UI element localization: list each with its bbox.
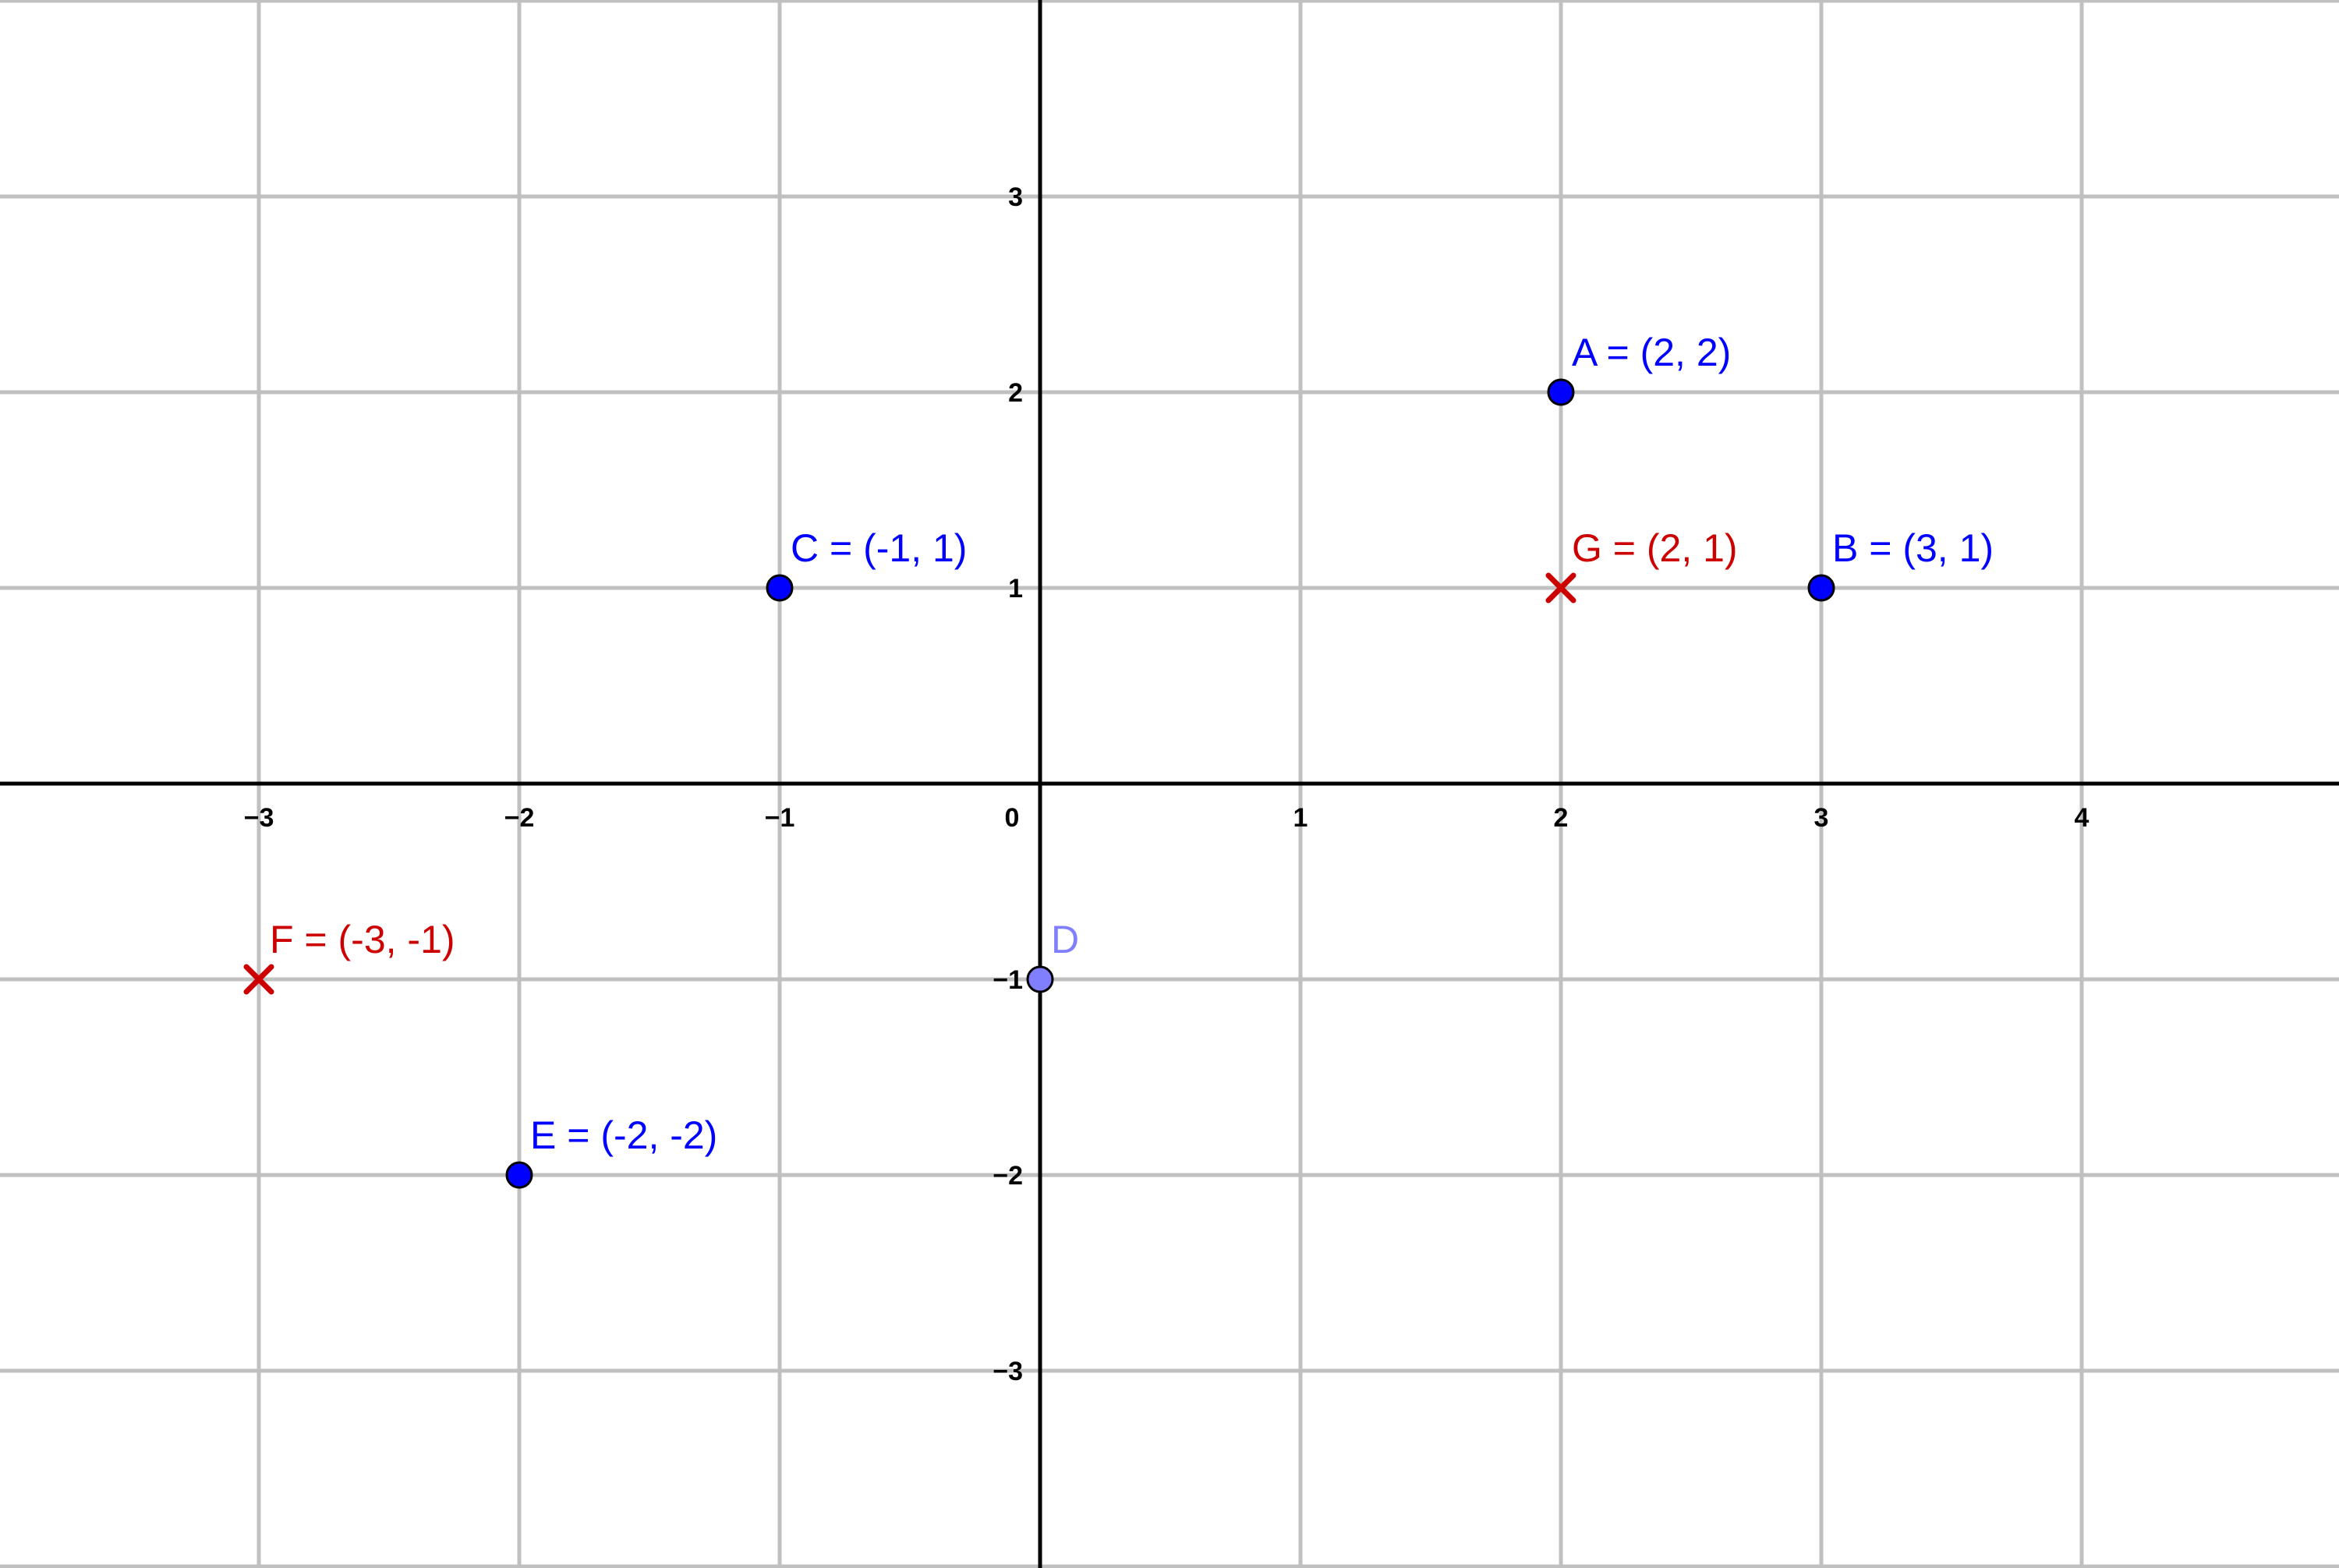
y-tick-label: 3 bbox=[1008, 182, 1023, 212]
point-e: E = (-2, -2) bbox=[505, 1113, 717, 1189]
point-f: F = (-3, -1) bbox=[243, 918, 455, 995]
y-tick-label: −2 bbox=[993, 1161, 1023, 1191]
point-marker-cross bbox=[243, 964, 274, 995]
point-c: C = (-1, 1) bbox=[766, 526, 967, 602]
point-d: D bbox=[1026, 918, 1079, 993]
point-marker-dot bbox=[505, 1161, 533, 1189]
point-marker-dot bbox=[766, 574, 794, 602]
point-marker-dot bbox=[1026, 965, 1054, 993]
point-g: G = (2, 1) bbox=[1545, 526, 1738, 603]
tick-labels: −3 −2 −1 0 1 2 3 4 3 2 1 −1 −2 −3 bbox=[244, 182, 2090, 1386]
x-tick-label: 3 bbox=[1814, 803, 1829, 833]
x-tick-label: −3 bbox=[244, 803, 274, 833]
x-tick-label: 4 bbox=[2075, 803, 2090, 833]
point-label: E = (-2, -2) bbox=[530, 1113, 717, 1157]
x-tick-label: −2 bbox=[504, 803, 535, 833]
point-label: C = (-1, 1) bbox=[791, 526, 967, 570]
point-marker-cross bbox=[1545, 572, 1576, 603]
y-tick-label: 2 bbox=[1008, 378, 1023, 408]
point-marker-dot bbox=[1807, 574, 1835, 602]
points: A = (2, 2) B = (3, 1) C = (-1, 1) D E = (-2,… bbox=[243, 331, 1994, 1189]
point-b: B = (3, 1) bbox=[1807, 526, 1994, 602]
point-label: F = (-3, -1) bbox=[270, 918, 455, 961]
y-tick-label: 1 bbox=[1008, 574, 1023, 603]
point-label: D bbox=[1051, 918, 1079, 961]
y-tick-label: −1 bbox=[993, 965, 1023, 995]
x-tick-label: 2 bbox=[1554, 803, 1569, 833]
x-tick-label: −1 bbox=[765, 803, 795, 833]
point-a: A = (2, 2) bbox=[1547, 331, 1731, 406]
x-tick-label: 1 bbox=[1293, 803, 1308, 833]
point-marker-dot bbox=[1547, 378, 1575, 406]
origin-label: 0 bbox=[1005, 803, 1020, 833]
y-tick-label: −3 bbox=[993, 1357, 1023, 1386]
point-label: G = (2, 1) bbox=[1572, 526, 1738, 570]
point-label: B = (3, 1) bbox=[1832, 526, 1994, 570]
point-label: A = (2, 2) bbox=[1572, 331, 1731, 374]
